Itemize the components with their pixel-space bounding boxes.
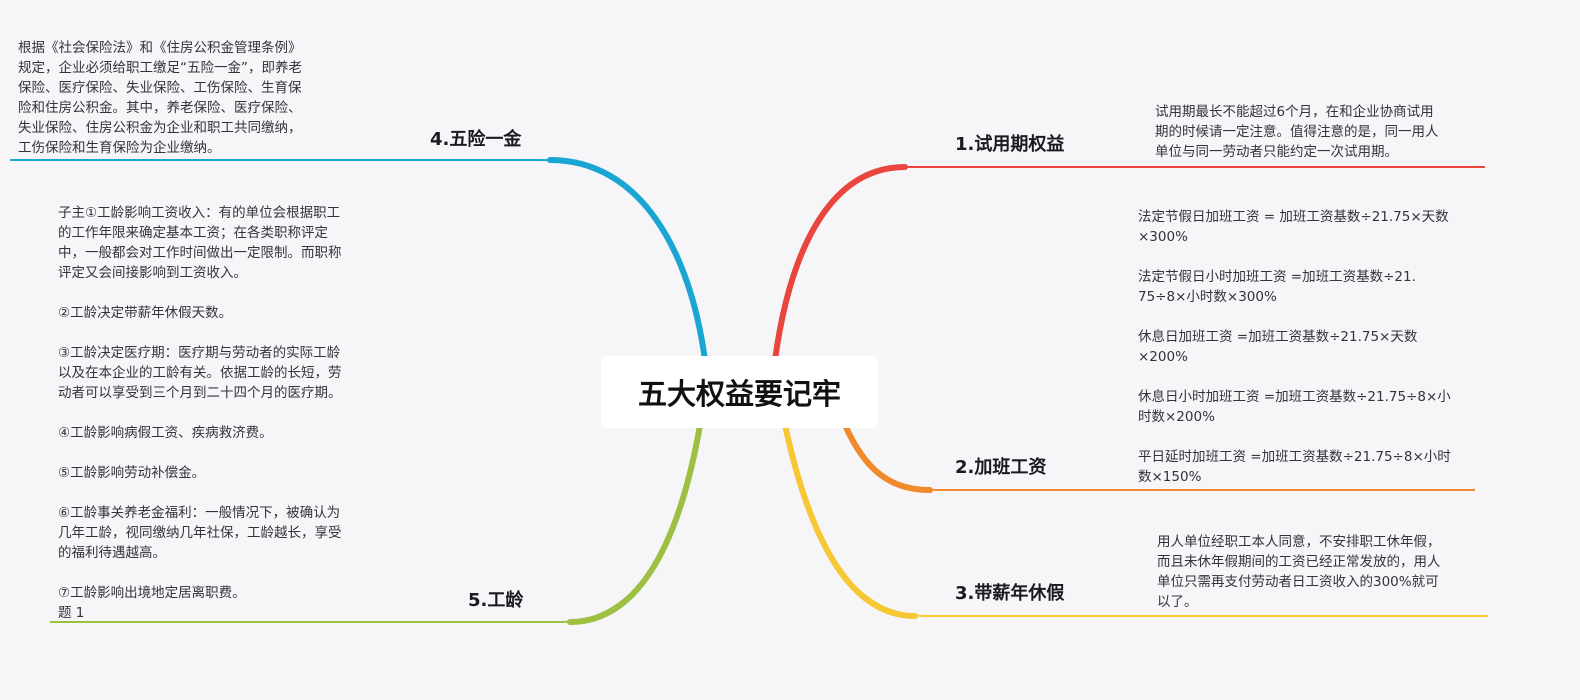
topic-paid-annual-leave[interactable]: 3.带薪年休假 (955, 583, 1065, 604)
branch-curve-5 (567, 422, 703, 625)
branch-curve-4 (547, 157, 708, 363)
topic-seniority[interactable]: 5.工龄 (468, 590, 524, 611)
branch-curve-3 (782, 422, 918, 619)
note-overtime-pay: 法定节假日加班工资 = 加班工资基数÷21.75×天数 ×300% 法定节假日小… (1138, 209, 1451, 485)
central-topic[interactable]: 五大权益要记牢 (601, 356, 878, 428)
note-social-insurance: 根据《社会保险法》和《住房公积金管理条例》 规定，企业必须给职工缴足“五险一金”… (18, 40, 302, 156)
topic-social-insurance[interactable]: 4.五险一金 (430, 129, 522, 150)
topic-probation-rights[interactable]: 1.试用期权益 (955, 134, 1065, 155)
topic-overtime-pay[interactable]: 2.加班工资 (955, 457, 1047, 478)
note-paid-annual-leave: 用人单位经职工本人同意，不安排职工休年假， 而且未休年假期间的工资已经正常发放的… (1157, 534, 1441, 610)
branch-curve-1 (772, 164, 908, 363)
branch-curve-2 (842, 422, 933, 493)
note-seniority: 子主①工龄影响工资收入：有的单位会根据职工 的工作年限来确定基本工资；在各类职称… (58, 205, 342, 621)
note-probation-rights: 试用期最长不能超过6个月，在和企业协商试用 期的时候请一定注意。值得注意的是，同… (1155, 104, 1439, 160)
